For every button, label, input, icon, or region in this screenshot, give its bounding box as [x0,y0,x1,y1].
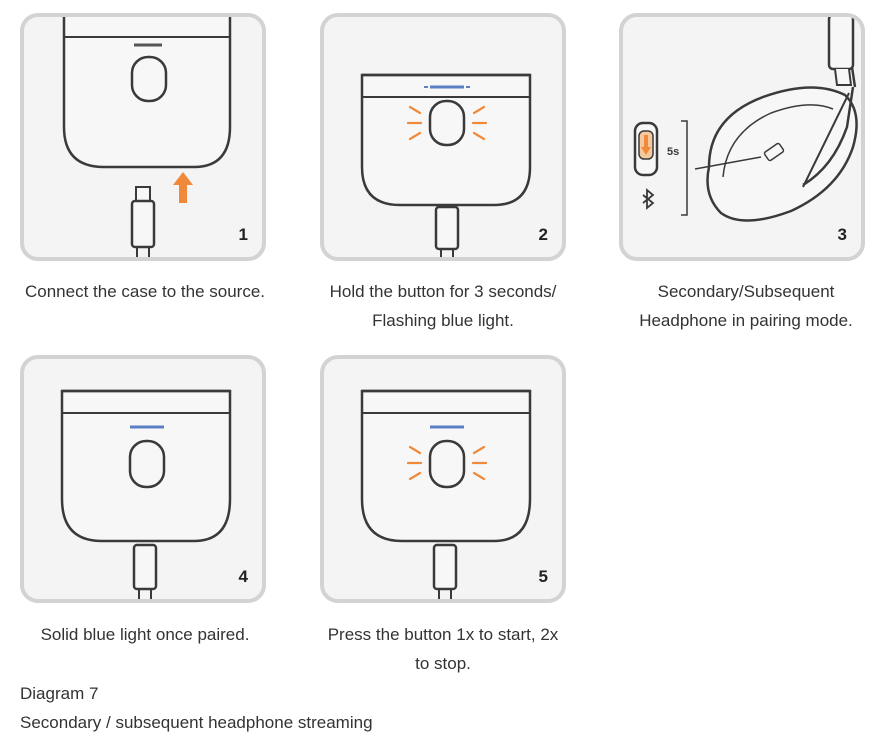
usb-connector [132,543,158,591]
caption-line: Flashing blue light. [372,311,514,330]
headphone-ear-cup [706,86,858,222]
step-2-illustration [360,73,532,257]
caption-line: Connect the case to the source. [24,282,266,301]
case-button [130,55,168,103]
step-2-caption: Hold the button for 3 seconds/ Flashing … [298,277,588,335]
step-1-panel: 1 [20,13,266,261]
bracket [681,120,688,216]
caption-line: Solid blue light once paired. [40,625,250,644]
step-2-panel: 2 [320,13,566,261]
down-arrow-icon [641,135,651,155]
press-rays-icon [406,445,488,481]
step-4-caption: Solid blue light once paired. [0,620,290,649]
bluetooth-icon [642,188,655,210]
step-3-caption: Secondary/Subsequent Headphone in pairin… [601,277,879,335]
usb-connector [432,543,458,591]
caption-line: Secondary/Subsequent [657,282,835,301]
usb-connector [434,205,460,251]
step-4-panel: 4 [20,355,266,603]
step-3-illustration: 5s [633,17,858,222]
case-button [128,439,166,489]
step-number: 5 [538,567,548,586]
caption-line: Hold the button for 3 seconds/ [329,282,557,301]
caption-line: Press the button 1x to start, 2x [327,625,559,644]
step-5-caption: Press the button 1x to start, 2x to stop… [298,620,588,678]
caption-line: Headphone in pairing mode. [639,311,853,330]
caption-line: to stop. [415,654,471,673]
step-1-illustration [62,17,232,257]
flash-rays-icon [406,105,488,141]
step-1-caption: Connect the case to the source. [0,277,290,306]
step-number: 4 [238,567,248,586]
step-number: 1 [238,225,248,244]
case-button [428,439,466,489]
usb-plug [135,186,151,202]
step-number: 2 [538,225,548,244]
diagram-label: Diagram 7 [20,684,99,703]
case-button [428,99,466,147]
step-4-illustration [60,389,232,599]
step-5-illustration [360,389,532,599]
diagram-title: Secondary / subsequent headphone streami… [20,713,373,732]
usb-connector [130,199,156,249]
hold-time-label: 5s [667,146,679,158]
step-5-panel: 5 [320,355,566,603]
step-number: 3 [837,225,847,244]
up-arrow-icon [173,172,193,203]
step-3-panel: 5s 3 [619,13,865,261]
